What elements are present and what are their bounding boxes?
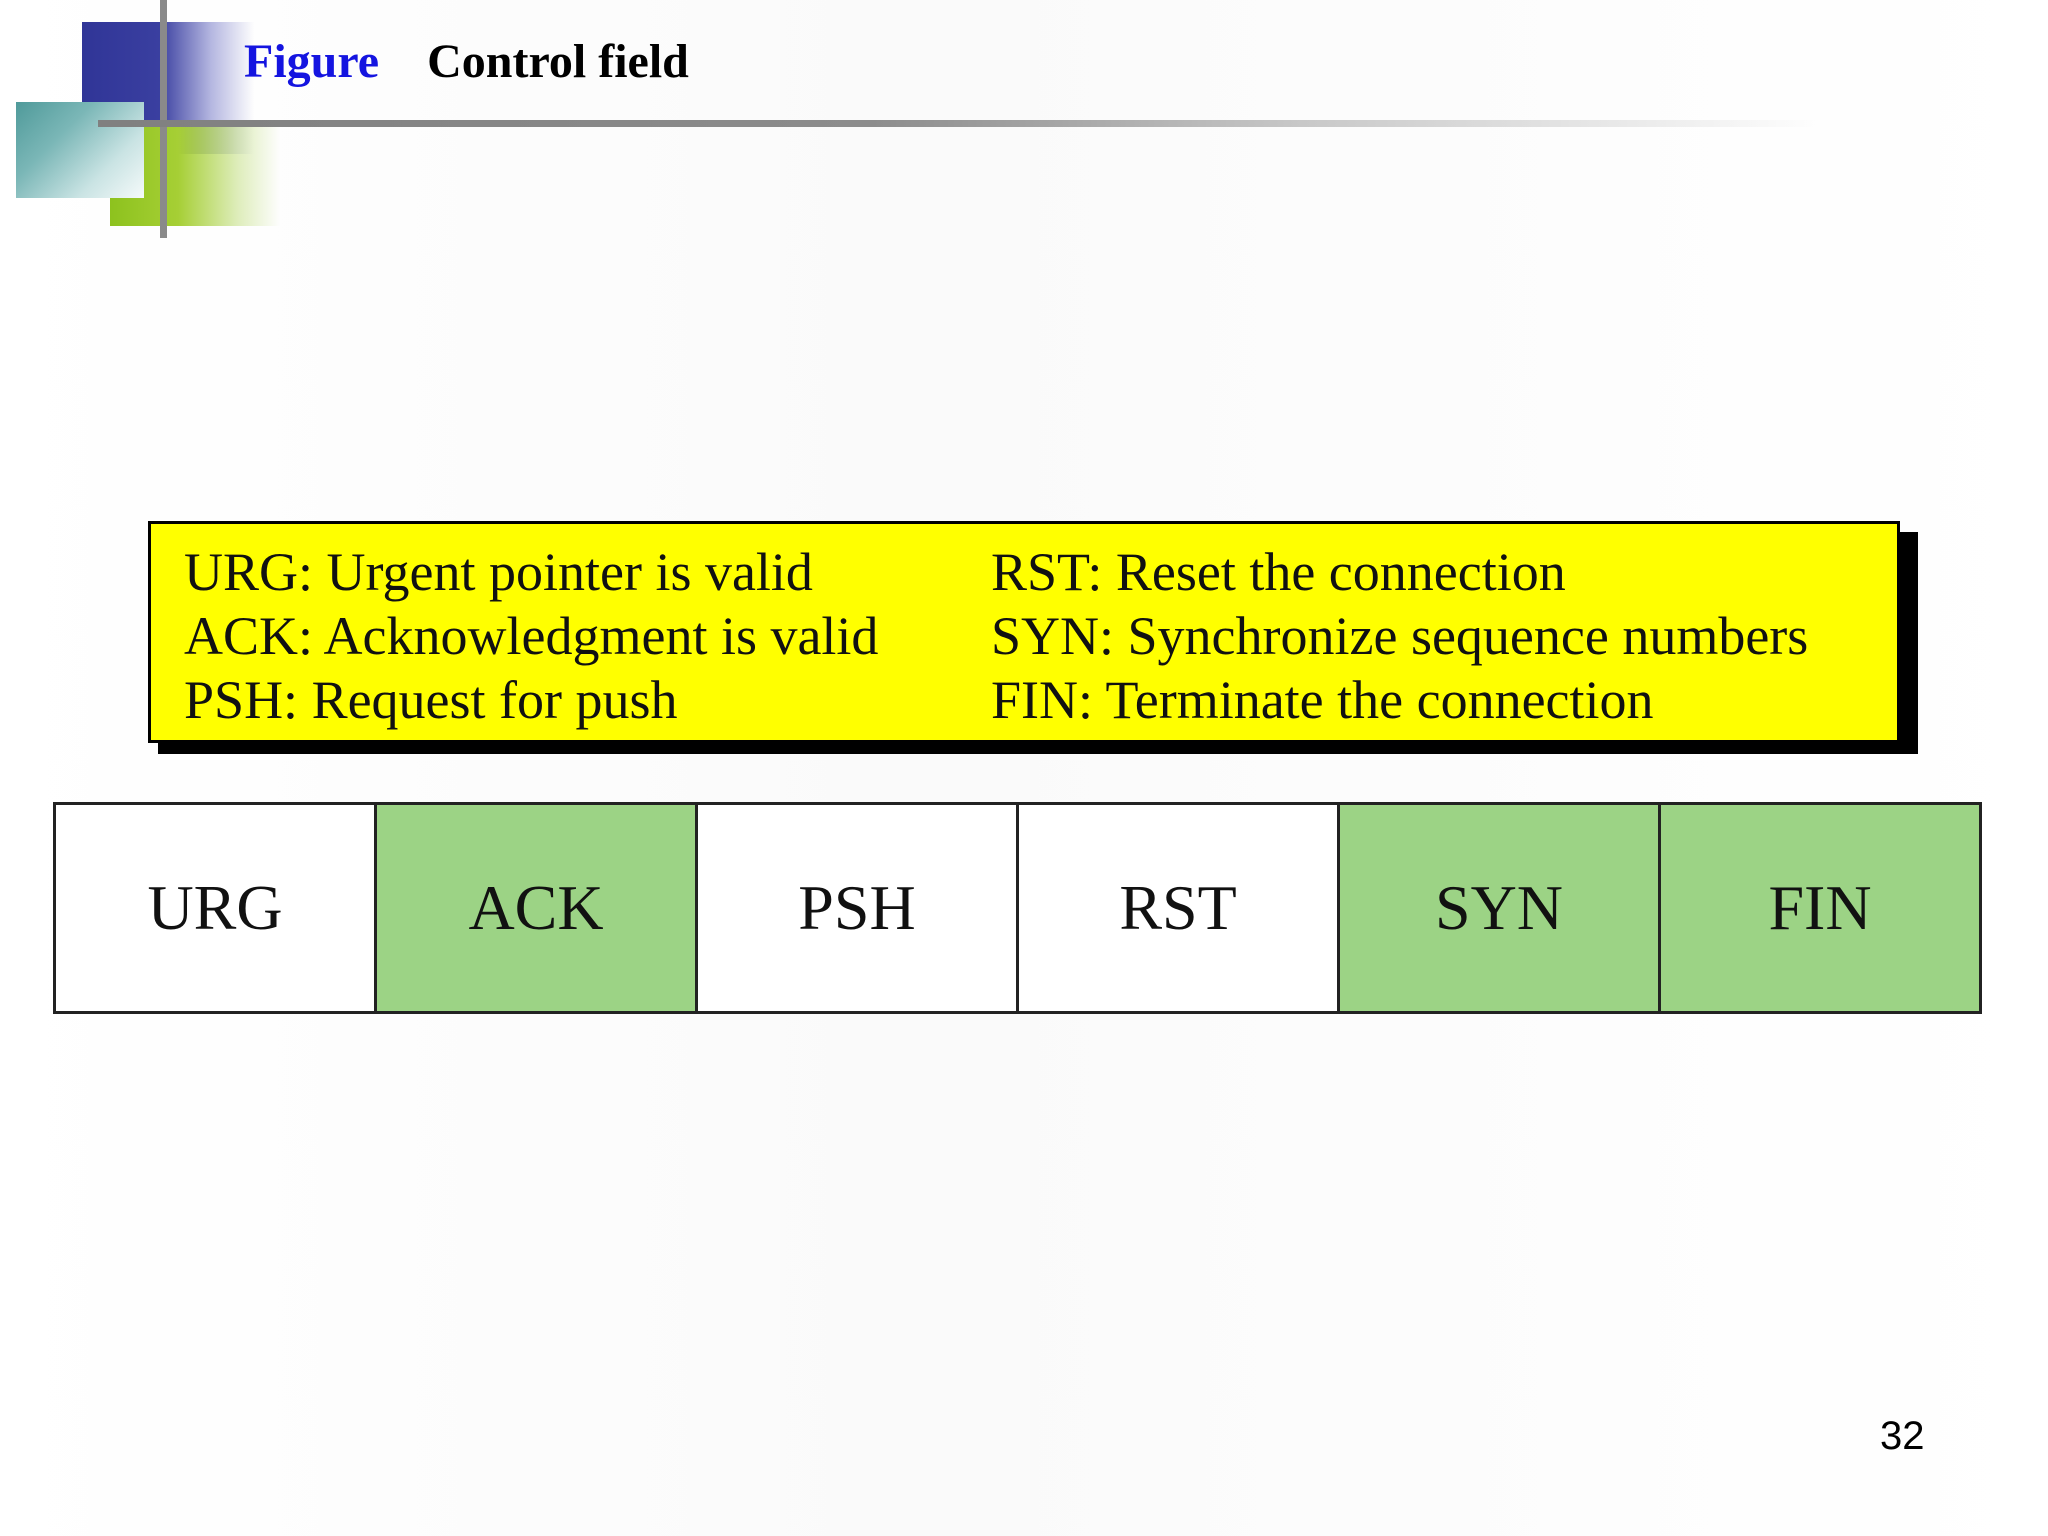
legend-item-ack: ACK: Acknowledgment is valid bbox=[184, 606, 879, 666]
page-number: 32 bbox=[1880, 1414, 1925, 1458]
legend-item-syn: SYN: Synchronize sequence numbers bbox=[991, 606, 1809, 666]
field-cell-rst: RST bbox=[1016, 802, 1340, 1014]
legend-column-left: URG: Urgent pointer is valid ACK: Acknow… bbox=[184, 540, 878, 732]
field-cell-syn: SYN bbox=[1337, 802, 1661, 1014]
control-field-row: URG ACK PSH RST SYN FIN bbox=[53, 802, 1982, 1014]
title-text: Control field bbox=[427, 35, 689, 88]
flag-legend-box: URG: Urgent pointer is valid ACK: Acknow… bbox=[148, 521, 1900, 743]
field-cell-ack: ACK bbox=[374, 802, 698, 1014]
field-cell-psh: PSH bbox=[695, 802, 1019, 1014]
legend-item-psh: PSH: Request for push bbox=[184, 670, 678, 730]
legend-item-urg: URG: Urgent pointer is valid bbox=[184, 542, 813, 602]
logo-teal-square bbox=[16, 102, 144, 198]
slide-title: Figure Control field bbox=[244, 32, 689, 92]
legend-item-fin: FIN: Terminate the connection bbox=[991, 670, 1654, 730]
title-prefix: Figure bbox=[244, 35, 380, 88]
title-underline bbox=[98, 120, 1818, 127]
field-cell-urg: URG bbox=[53, 802, 377, 1014]
legend-column-right: RST: Reset the connection SYN: Synchroni… bbox=[991, 540, 1808, 732]
legend-item-rst: RST: Reset the connection bbox=[991, 542, 1566, 602]
field-cell-fin: FIN bbox=[1658, 802, 1982, 1014]
logo-vertical-line bbox=[160, 0, 167, 238]
